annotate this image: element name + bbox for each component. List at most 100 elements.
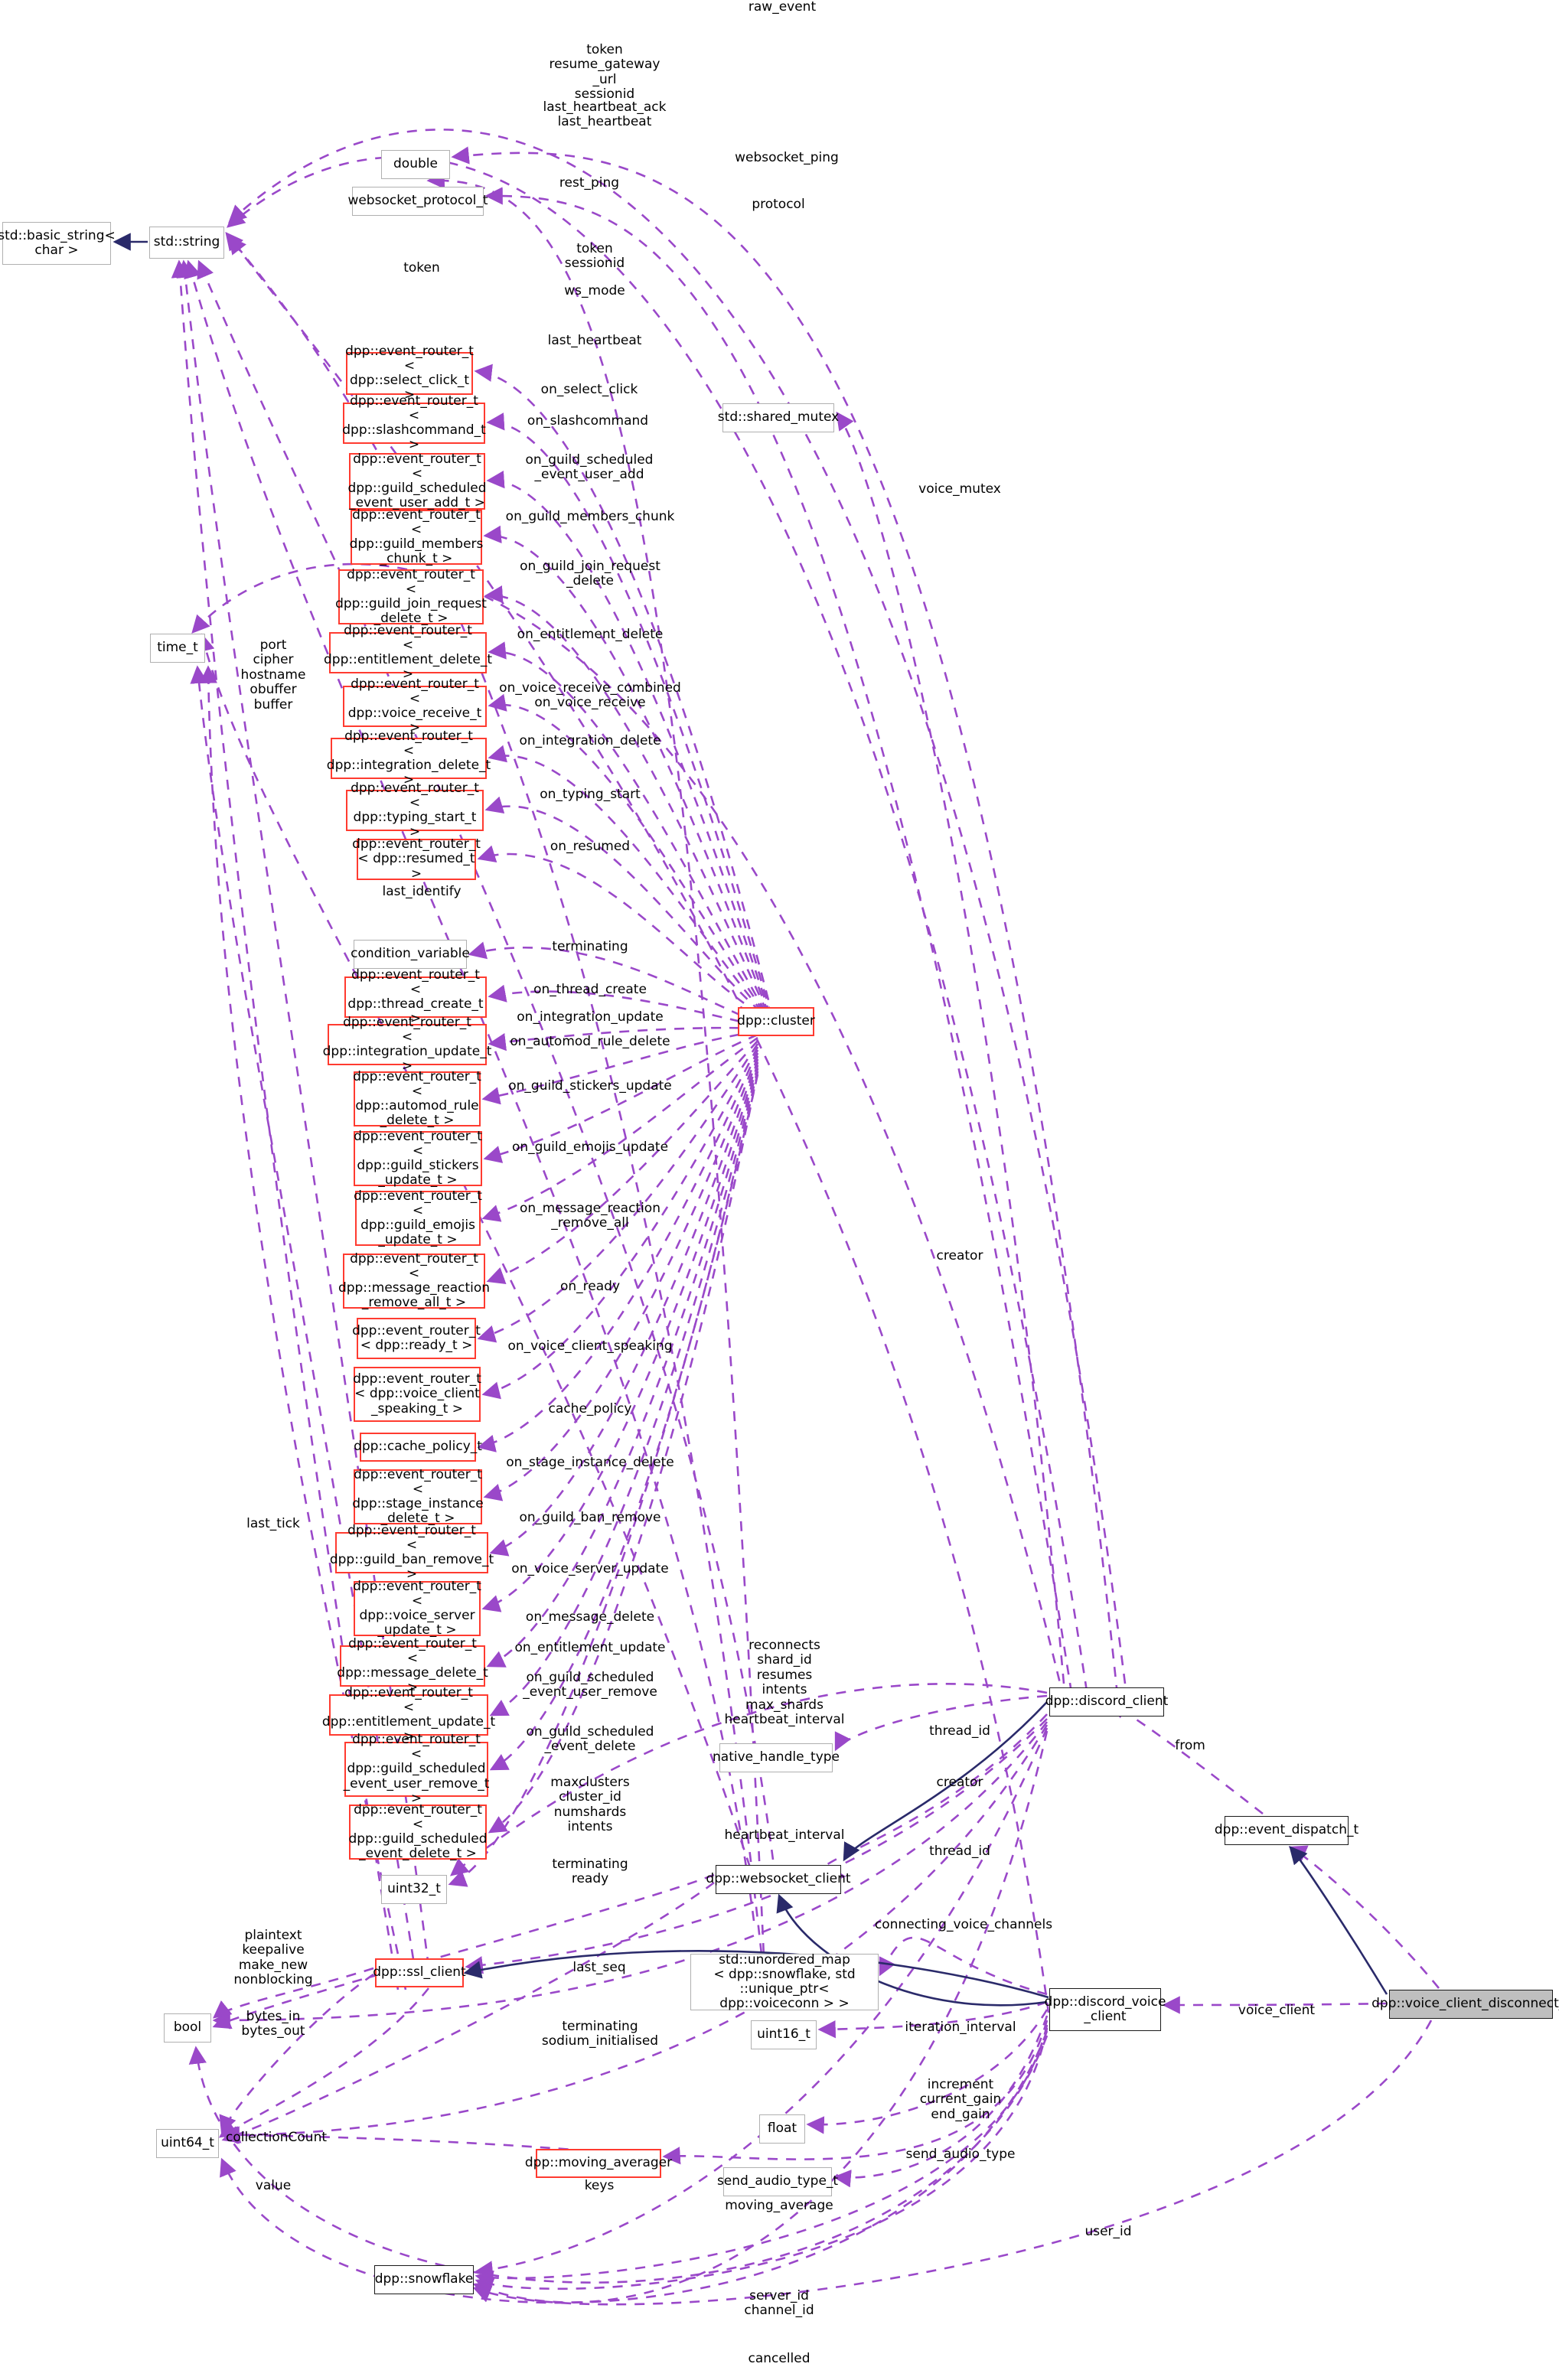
node-er_guild_ban_remove[interactable]: dpp::event_router_t < dpp::guild_ban_rem…: [329, 1522, 494, 1583]
node-float[interactable]: float: [759, 2114, 805, 2144]
edge-label-user_id: user_id: [1084, 2224, 1132, 2239]
edge-label-on_entitlement_update: on_entitlement_update: [514, 1640, 666, 1655]
edge-label-on_members_chunk: on_guild_members_chunk: [505, 509, 675, 524]
node-websocket_protocol_t[interactable]: websocket_protocol_t: [347, 187, 488, 216]
edge-label-on_msg_react_all: on_message_reaction _remove_all: [520, 1201, 660, 1231]
edge-label-on_entitlement_delete: on_entitlement_delete: [517, 627, 664, 642]
node-bool[interactable]: bool: [164, 2013, 211, 2043]
edge-label-moving_average: moving_average: [725, 2198, 833, 2213]
edge-label-on_voice_srv_update: on_voice_server_update: [511, 1561, 669, 1576]
edge-label-token_resume: token resume_gateway _url sessionid: [549, 42, 660, 103]
edge-label-on_gse_delete: on_guild_scheduled _event_delete: [526, 1724, 654, 1755]
node-send_audio_type_t[interactable]: send_audio_type_t: [717, 2167, 838, 2196]
edge-label-thread_id1: thread_id: [929, 1723, 990, 1739]
node-er_msg_react_all[interactable]: dpp::event_router_t < dpp::message_react…: [338, 1250, 491, 1311]
node-er_message_delete[interactable]: dpp::event_router_t < dpp::message_delet…: [337, 1635, 488, 1696]
node-er_guild_stickers[interactable]: dpp::event_router_t < dpp::guild_sticker…: [354, 1128, 482, 1188]
edge-label-keys: keys: [584, 2178, 615, 2193]
node-er_slashcommand[interactable]: dpp::event_router_t < dpp::slashcommand_…: [342, 393, 486, 453]
edge-label-on_guild_stickers_upd: on_guild_stickers_update: [508, 1078, 672, 1094]
edge-label-port_cipher: port cipher hostname obuffer buffer: [240, 637, 306, 712]
edge-label-thread_id2: thread_id: [929, 1844, 990, 1859]
edge-label-last_identify: last_identify: [382, 884, 462, 899]
node-shared_mutex[interactable]: std::shared_mutex: [718, 403, 839, 432]
node-uint64_t[interactable]: uint64_t: [156, 2129, 219, 2158]
edge-label-last_heartbeat2: last_heartbeat: [547, 333, 642, 348]
node-condition_variable[interactable]: condition_variable: [351, 940, 470, 969]
edge-label-on_join_req_delete: on_guild_join_request _delete: [520, 559, 660, 589]
edge-label-rest_ping: rest_ping: [559, 175, 620, 191]
node-er_voice_speaking[interactable]: dpp::event_router_t < dpp::voice_client …: [353, 1367, 481, 1422]
edge-label-plaintext: plaintext keepalive make_new nonblocking: [233, 1928, 313, 1988]
node-er_select_click[interactable]: dpp::event_router_t < dpp::select_click_…: [345, 343, 474, 403]
node-voice_client_disconnect_t[interactable]: dpp::voice_client_disconnect_t: [1371, 1990, 1559, 2019]
edge-label-on_message_delete: on_message_delete: [525, 1609, 655, 1625]
node-er_stage_inst_del[interactable]: dpp::event_router_t < dpp::stage_instanc…: [352, 1466, 484, 1527]
node-event_dispatch_t[interactable]: dpp::event_dispatch_t: [1215, 1816, 1358, 1845]
node-std_string[interactable]: std::string: [149, 227, 224, 259]
node-er_ready[interactable]: dpp::event_router_t < dpp::ready_t >: [352, 1318, 481, 1359]
edge-label-terminating_ready: terminating ready: [552, 1857, 628, 1887]
edge-label-on_stage_inst_delete: on_stage_instance_delete: [506, 1455, 674, 1470]
node-er_resumed[interactable]: dpp::event_router_t < dpp::resumed_t >: [352, 836, 481, 882]
edge-label-on_guild_emojis_upd: on_guild_emojis_update: [511, 1139, 669, 1155]
edge-label-bytes_in: bytes_in bytes_out: [241, 2009, 305, 2039]
node-er_typing_start[interactable]: dpp::event_router_t < dpp::typing_start_…: [346, 781, 484, 840]
edge-label-raw_event: raw_event: [748, 0, 817, 15]
edge-label-on_resumed: on_resumed: [550, 839, 631, 854]
node-er_voice_srv_update[interactable]: dpp::event_router_t < dpp::voice_server …: [353, 1578, 481, 1638]
edge-label-collectionCount: collectionCount: [225, 2130, 328, 2145]
edge-label-value: value: [255, 2178, 292, 2193]
node-basic_string[interactable]: std::basic_string< char >: [0, 222, 116, 265]
edge-label-increment: increment current_gain end_gain: [919, 2077, 1002, 2122]
node-er_gse_user_remove[interactable]: dpp::event_router_t < dpp::guild_schedul…: [343, 1732, 490, 1806]
edge-label-on_integration_update: on_integration_update: [517, 1009, 664, 1025]
node-websocket_client[interactable]: dpp::websocket_client: [706, 1865, 851, 1894]
edge-label-on_guild_ban_remove: on_guild_ban_remove: [519, 1510, 661, 1525]
node-discord_voice_client[interactable]: dpp::discord_voice _client: [1045, 1988, 1166, 2031]
node-er_gse_user_add[interactable]: dpp::event_router_t < dpp::guild_schedul…: [347, 451, 487, 511]
node-double[interactable]: double: [381, 150, 450, 179]
edge-label-on_select_click: on_select_click: [540, 382, 638, 397]
edge-label-token2: token sessionid: [564, 241, 625, 272]
edge-label-from: from: [1175, 1738, 1205, 1753]
node-er_guild_emojis[interactable]: dpp::event_router_t < dpp::guild_emojis …: [354, 1188, 482, 1248]
node-ssl_client[interactable]: dpp::ssl_client: [373, 1958, 466, 1987]
node-er_gse_delete[interactable]: dpp::event_router_t < dpp::guild_schedul…: [348, 1801, 488, 1862]
edge-label-server_id: server_id channel_id: [744, 2288, 814, 2319]
edge-label-on_automod_rule_del: on_automod_rule_delete: [510, 1034, 670, 1049]
node-native_handle_type[interactable]: native_handle_type: [713, 1743, 840, 1772]
edge-label-on_thread_create: on_thread_create: [533, 982, 647, 997]
edge-label-creator2: creator: [936, 1248, 983, 1263]
node-cluster[interactable]: dpp::cluster: [737, 1007, 815, 1036]
node-snowflake[interactable]: dpp::snowflake: [374, 2265, 474, 2294]
node-er_join_req_delete[interactable]: dpp::event_router_t < dpp::guild_join_re…: [335, 566, 487, 627]
node-er_members_chunk[interactable]: dpp::event_router_t < dpp::guild_members…: [349, 507, 484, 567]
node-er_entitlement_del[interactable]: dpp::event_router_t < dpp::entitlement_d…: [324, 622, 492, 683]
edge-label-on_slashcommand: on_slashcommand: [527, 413, 649, 429]
edge-label-on_gse_user_remove: on_guild_scheduled _event_user_remove: [523, 1670, 657, 1700]
edge-label-protocol: protocol: [752, 197, 805, 212]
edge-label-terminating_sodium: terminating sodium_initialised: [541, 2019, 659, 2049]
node-er_automod_rule_del[interactable]: dpp::event_router_t < dpp::automod_rule …: [353, 1068, 481, 1129]
node-uint32_t[interactable]: uint32_t: [381, 1875, 447, 1904]
node-er_voice_receive[interactable]: dpp::event_router_t < dpp::voice_receive…: [343, 677, 487, 735]
node-er_integration_upd[interactable]: dpp::event_router_t < dpp::integration_u…: [322, 1014, 492, 1074]
edge-label-ws_mode: ws_mode: [564, 283, 625, 298]
node-discord_client[interactable]: dpp::discord_client: [1045, 1687, 1168, 1717]
node-time_t[interactable]: time_t: [150, 634, 205, 663]
node-er_entitlement_upd[interactable]: dpp::event_router_t < dpp::entitlement_u…: [321, 1684, 496, 1745]
node-er_integration_del[interactable]: dpp::event_router_t < dpp::integration_d…: [326, 728, 491, 788]
node-uint16_t[interactable]: uint16_t: [751, 2020, 817, 2049]
edge-label-creator1: creator: [936, 1775, 983, 1790]
edge-label-on_gse_user_add: on_guild_scheduled _event_user_add: [525, 452, 654, 483]
edge-label-connecting_voice: connecting_voice_channels: [874, 1917, 1053, 1932]
node-er_thread_create[interactable]: dpp::event_router_t < dpp::thread_create…: [344, 967, 487, 1026]
edge-label-websocket_ping: websocket_ping: [735, 150, 839, 165]
node-unordered_map[interactable]: std::unordered_map < dpp::snowflake, std…: [690, 1952, 879, 2011]
node-cache_policy_t[interactable]: dpp::cache_policy_t: [354, 1433, 482, 1462]
edge-label-last_heartbeat_ack: last_heartbeat_ack last_heartbeat: [543, 99, 667, 130]
edge-label-on_typing_start: on_typing_start: [540, 787, 641, 802]
node-moving_averager[interactable]: dpp::moving_averager: [525, 2149, 672, 2178]
